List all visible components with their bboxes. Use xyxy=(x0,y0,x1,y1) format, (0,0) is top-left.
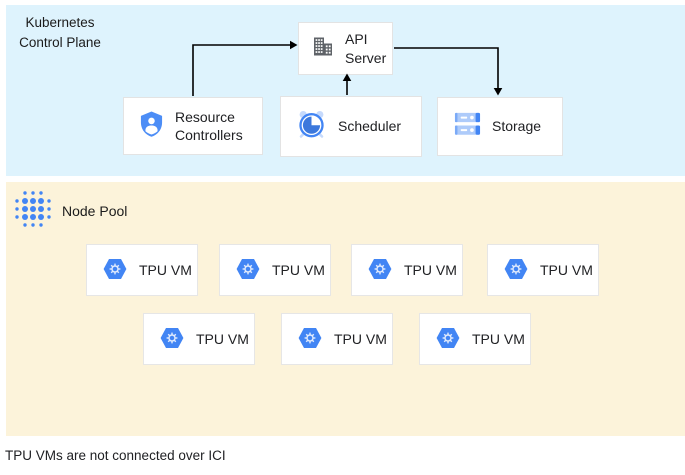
hexagon-gear-icon xyxy=(298,327,322,352)
hexagon-gear-icon xyxy=(504,258,528,283)
tpu-vm-node: TPU VM xyxy=(143,313,255,365)
tpu-vm-node: TPU VM xyxy=(419,313,531,365)
api-server-label: API Server xyxy=(345,31,387,66)
tpu-vm-label: TPU VM xyxy=(472,331,525,347)
api-server-node: API Server xyxy=(298,22,393,75)
hexagon-gear-icon xyxy=(160,327,184,352)
hexagon-gear-icon xyxy=(368,258,392,283)
scheduler-label: Scheduler xyxy=(338,118,402,135)
hexagon-gear-icon xyxy=(103,258,127,283)
alarm-clock-icon xyxy=(296,109,327,144)
node-pool-title: Node Pool xyxy=(62,203,128,219)
tpu-vm-node: TPU VM xyxy=(487,244,599,296)
hexagon-gear-icon xyxy=(236,258,260,283)
tpu-vm-node: TPU VM xyxy=(281,313,393,365)
node-pool-panel xyxy=(6,182,685,436)
tpu-vm-node: TPU VM xyxy=(351,244,463,296)
hexagon-gear-icon xyxy=(436,327,460,352)
storage-label: Storage xyxy=(492,118,542,135)
tpu-vm-label: TPU VM xyxy=(540,262,593,278)
tpu-vm-label: TPU VM xyxy=(334,331,387,347)
server-stack-icon xyxy=(454,111,481,141)
tpu-vm-label: TPU VM xyxy=(139,262,192,278)
tpu-vm-node: TPU VM xyxy=(86,244,198,296)
shield-user-icon xyxy=(139,110,164,142)
building-icon xyxy=(312,36,334,61)
resource-controllers-label: Resource Controllers xyxy=(175,108,243,143)
resource-controllers-node: Resource Controllers xyxy=(123,97,263,155)
control-plane-title: Kubernetes Control Plane xyxy=(19,15,101,50)
scheduler-node: Scheduler xyxy=(280,96,422,157)
dots-cluster-icon xyxy=(12,188,54,235)
footnote: TPU VMs are not connected over ICI xyxy=(5,448,226,463)
tpu-vm-label: TPU VM xyxy=(272,262,325,278)
tpu-vm-node: TPU VM xyxy=(219,244,331,296)
tpu-vm-label: TPU VM xyxy=(404,262,457,278)
tpu-vm-label: TPU VM xyxy=(196,331,249,347)
storage-node: Storage xyxy=(437,97,563,156)
